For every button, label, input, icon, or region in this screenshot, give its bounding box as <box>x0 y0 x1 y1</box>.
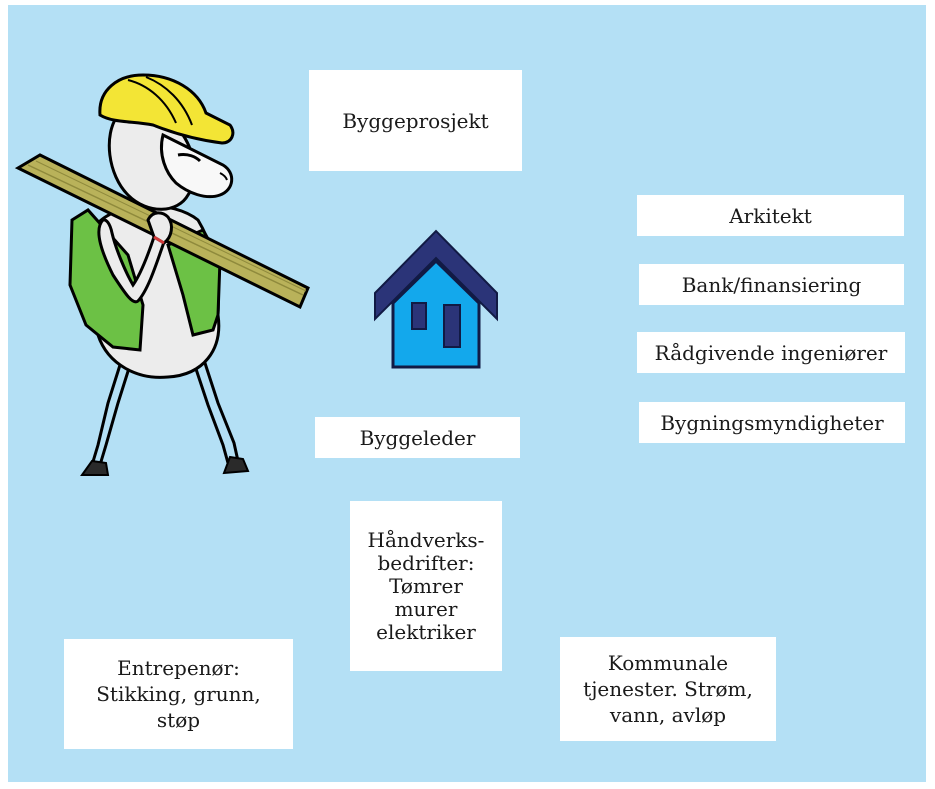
box-arkitekt: Arkitekt <box>637 195 904 236</box>
box-byggeprosjekt: Byggeprosjekt <box>309 70 522 171</box>
box-bank-finansiering: Bank/finansiering <box>639 264 904 305</box>
label-bank-finansiering: Bank/finansiering <box>681 272 862 297</box>
hard-hat <box>98 73 235 145</box>
sheep-hoof-right <box>222 455 250 475</box>
label-kommunale-line1: Kommunale <box>607 651 729 675</box>
label-byggeleder: Byggeleder <box>359 425 476 450</box>
sheep-hand <box>146 211 173 245</box>
sheep-builder-illustration <box>14 73 310 476</box>
box-bygningsmyndigheter: Bygningsmyndigheter <box>639 402 905 443</box>
box-handverksbedrifter: Håndverks- bedrifter: Tømrer murer elekt… <box>350 501 502 671</box>
label-kommunale-line2: tjenester. Strøm, <box>583 677 753 701</box>
house-door <box>443 304 461 348</box>
label-handverksbedrifter-line1: Håndverks- <box>367 527 485 552</box>
label-radgivende-ingeniorer: Rådgivende ingeniører <box>654 340 888 365</box>
sheep-hoof-left <box>80 459 110 476</box>
label-byggeprosjekt: Byggeprosjekt <box>342 108 489 133</box>
box-radgivende-ingeniorer: Rådgivende ingeniører <box>637 332 905 373</box>
house-icon <box>374 229 498 369</box>
sheep-face <box>160 132 234 199</box>
diagram-canvas: Byggeprosjekt Arkitekt Bank/finansiering… <box>8 5 926 782</box>
label-handverksbedrifter-line3: Tømrer <box>389 573 463 598</box>
label-handverksbedrifter-line5: elektriker <box>376 619 476 644</box>
sheep-leg-left <box>90 364 122 466</box>
box-entreprenor: Entrepenør: Stikking, grunn, støp <box>64 639 293 749</box>
label-entreprenor-line2: Stikking, grunn, <box>96 682 261 706</box>
label-handverksbedrifter-line4: murer <box>394 596 458 621</box>
house-roof <box>374 229 498 322</box>
box-kommunale-tjenester: Kommunale tjenester. Strøm, vann, avløp <box>560 637 776 741</box>
label-arkitekt: Arkitekt <box>729 203 812 228</box>
box-byggeleder: Byggeleder <box>315 417 520 458</box>
label-entreprenor-line1: Entrepenør: <box>117 656 240 680</box>
house-window <box>411 302 427 330</box>
sheep-leg-right <box>191 359 230 464</box>
label-bygningsmyndigheter: Bygningsmyndigheter <box>660 410 884 435</box>
label-entreprenor-line3: støp <box>156 708 201 732</box>
label-handverksbedrifter-line2: bedrifter: <box>377 550 475 575</box>
label-kommunale-line3: vann, avløp <box>609 703 727 727</box>
